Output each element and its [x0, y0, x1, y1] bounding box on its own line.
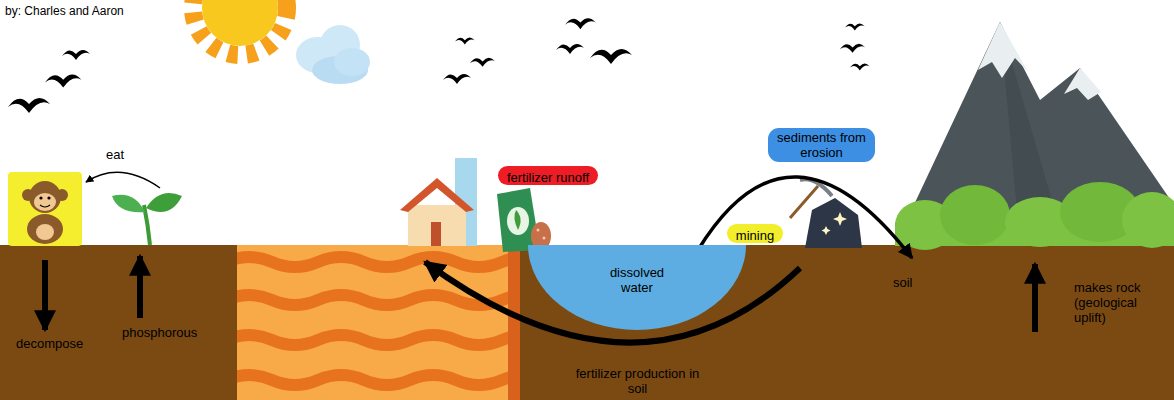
up-arrow — [1032, 264, 1038, 332]
monkey-face — [34, 193, 56, 211]
callout-pill: sediments from erosion — [768, 128, 875, 162]
byline: by: Charles and Aaron — [5, 4, 124, 19]
up-arrow — [137, 256, 143, 318]
monkey-belly — [36, 224, 54, 240]
fertilizer-grain — [543, 237, 546, 240]
bird — [455, 37, 475, 44]
bird — [840, 44, 865, 53]
node-text: dissolved water — [597, 265, 677, 295]
node-text: fertilizer runoff — [507, 170, 589, 185]
bird — [62, 50, 90, 60]
house-roof — [400, 178, 474, 212]
monkey-mouth — [40, 205, 50, 207]
bird — [565, 18, 596, 29]
arrow-label: decompose — [16, 336, 83, 351]
arrow-label: phosphorous — [122, 325, 197, 340]
arrow-label: fertilizer production in soil — [565, 366, 710, 396]
pickaxe-handle — [790, 186, 818, 218]
rock-stripes — [237, 257, 520, 385]
cloud — [334, 48, 370, 76]
sun — [202, 0, 278, 46]
house-door — [431, 222, 441, 246]
coal-rock — [805, 198, 862, 248]
plant-stem — [144, 205, 150, 245]
snow-cap — [978, 22, 1028, 78]
eat-arrow — [86, 172, 160, 188]
bird — [45, 75, 81, 88]
pickaxe-head — [800, 179, 832, 196]
fertilizer-grain — [537, 229, 540, 232]
bird — [8, 98, 50, 113]
snow-cap — [1064, 68, 1101, 100]
node-text: mining — [736, 228, 774, 243]
bird — [850, 63, 870, 70]
arrow-label: makes rock (geological uplift) — [1074, 280, 1154, 325]
rock-stripe — [237, 257, 520, 267]
sparkle — [822, 226, 831, 235]
node-text: sediments from erosion — [777, 130, 867, 160]
bush — [1122, 192, 1174, 248]
plant-leaf — [146, 193, 182, 212]
bird — [556, 44, 584, 54]
plant-leaf — [112, 195, 145, 212]
monkey-panel — [8, 172, 82, 246]
bag-label — [507, 207, 529, 235]
rock-edge — [508, 245, 520, 400]
sun-rays — [193, 0, 287, 55]
arrow-label: eat — [106, 147, 124, 162]
bag-leaf — [514, 210, 520, 230]
callout-pill: mining — [727, 224, 783, 243]
monkey-head — [29, 181, 61, 213]
bird — [470, 58, 495, 67]
bird — [443, 74, 471, 84]
place-label: soil — [893, 275, 913, 290]
callout-pill: fertilizer runoff — [498, 166, 598, 185]
rock-stripe — [237, 375, 520, 385]
house-wall — [408, 205, 466, 246]
bush — [940, 185, 1010, 245]
pond-fill — [528, 245, 746, 330]
monkey-eye — [47, 196, 50, 199]
monkey-eye — [39, 196, 42, 199]
bird — [845, 23, 865, 30]
monkey-body — [27, 214, 63, 244]
rock-stripe — [237, 335, 520, 345]
water-body: dissolved water — [528, 245, 746, 330]
sparkle — [833, 212, 847, 226]
ground — [0, 245, 1174, 400]
down-arrow — [42, 260, 48, 330]
bird — [590, 49, 632, 64]
